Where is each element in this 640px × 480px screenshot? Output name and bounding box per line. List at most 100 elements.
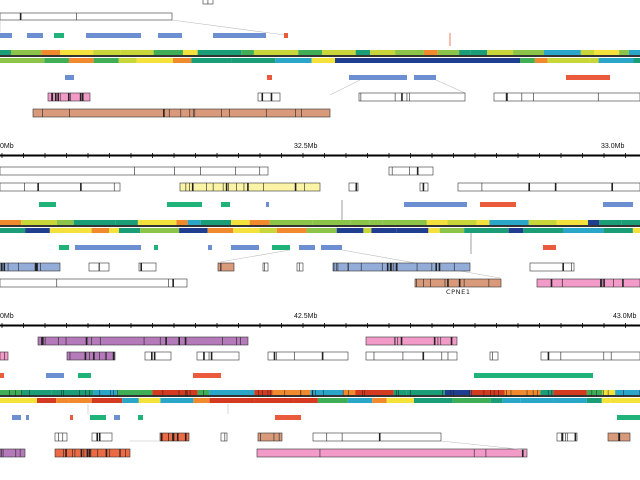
segment-bar	[349, 75, 407, 80]
band-chunk	[343, 390, 356, 395]
band-chunk	[395, 50, 424, 55]
band-chunk	[233, 228, 260, 233]
gene-block	[257, 432, 283, 442]
band-chunk	[487, 50, 514, 55]
gene-block	[493, 92, 640, 102]
alignment-panel-1	[0, 0, 640, 118]
band-chunk	[502, 398, 521, 403]
colour-band-bottom	[0, 228, 640, 233]
gene-block	[262, 262, 269, 272]
gene-block	[365, 336, 458, 346]
band-chunk	[173, 58, 192, 63]
band-chunk	[25, 228, 50, 233]
band-chunk	[56, 220, 74, 225]
segment-bar	[617, 415, 640, 420]
band-chunk	[371, 228, 397, 233]
band-chunk	[588, 220, 600, 225]
gene-block	[66, 351, 116, 361]
gene-block	[144, 351, 172, 361]
gene-block	[37, 336, 249, 346]
band-chunk	[140, 228, 180, 233]
band-chunk	[209, 390, 255, 395]
gene-block	[91, 432, 113, 442]
gene-body	[144, 351, 172, 361]
band-chunk	[370, 50, 396, 55]
gene-block	[332, 262, 471, 272]
gene-block	[0, 12, 173, 21]
gene-body	[332, 262, 471, 272]
synteny-link	[435, 79, 466, 94]
band-chunk	[275, 58, 312, 63]
gene-body	[365, 336, 458, 346]
band-chunk	[355, 50, 371, 55]
band-chunk	[136, 58, 174, 63]
band-chunk	[452, 398, 491, 403]
band-chunk	[615, 390, 640, 395]
gene-block	[0, 448, 26, 458]
band-chunk	[621, 220, 640, 225]
gene-block	[0, 278, 188, 288]
band-chunk	[386, 398, 414, 403]
band-chunk	[73, 220, 116, 225]
band-chunk	[601, 398, 611, 403]
band-chunk	[51, 390, 94, 395]
band-chunk	[311, 58, 341, 63]
gene-body	[0, 351, 9, 361]
band-separator	[0, 225, 640, 227]
band-chunk	[93, 58, 119, 63]
band-chunk	[369, 220, 383, 225]
band-chunk	[21, 390, 52, 395]
band-chunk	[513, 50, 544, 55]
segment-bar	[267, 75, 272, 80]
gene-body	[0, 262, 61, 272]
gene-body	[365, 351, 458, 361]
gene-block	[348, 182, 359, 192]
band-chunk	[437, 50, 460, 55]
band-chunk	[586, 398, 602, 403]
band-chunk	[586, 390, 603, 395]
colour-band-bottom	[0, 58, 640, 63]
gene-body	[414, 278, 502, 288]
gene-block	[159, 432, 190, 442]
gene-block	[489, 351, 499, 361]
gene-body	[256, 448, 528, 458]
band-chunk	[470, 390, 505, 395]
axis-panel-3: 0Mb 42.5Mb 43.0Mb	[0, 313, 640, 327]
band-chunk	[426, 220, 448, 225]
gene-body	[262, 262, 269, 272]
segment-bar	[284, 33, 288, 38]
band-chunk	[122, 398, 139, 403]
segment-bar	[114, 415, 120, 420]
gene-block	[607, 432, 631, 442]
band-chunk	[153, 50, 183, 55]
band-chunk	[602, 390, 616, 395]
gene-block	[540, 351, 640, 361]
band-chunk	[382, 220, 427, 225]
band-chunk	[553, 390, 587, 395]
segment-bar	[39, 202, 56, 207]
band-chunk	[241, 50, 254, 55]
segment-bar	[272, 245, 290, 250]
band-chunk	[312, 220, 351, 225]
alignment-panel-2	[0, 153, 640, 288]
segment-bar	[158, 33, 182, 38]
gene-body	[179, 182, 321, 192]
gene-body	[489, 351, 499, 361]
gene-body	[536, 278, 640, 288]
gene-block	[365, 351, 458, 361]
segment-bar	[474, 373, 593, 378]
gene-body	[91, 432, 113, 442]
band-chunk	[459, 50, 471, 55]
segment-bar	[75, 245, 141, 250]
band-chunk	[120, 50, 154, 55]
band-chunk	[231, 58, 276, 63]
segment-bar	[414, 75, 436, 80]
band-chunk	[49, 228, 92, 233]
gene-body	[0, 278, 188, 288]
segment-bar	[46, 373, 64, 378]
band-chunk	[137, 220, 177, 225]
band-chunk	[21, 220, 57, 225]
gene-block	[0, 351, 9, 361]
band-chunk	[253, 50, 299, 55]
band-chunk	[152, 390, 198, 395]
